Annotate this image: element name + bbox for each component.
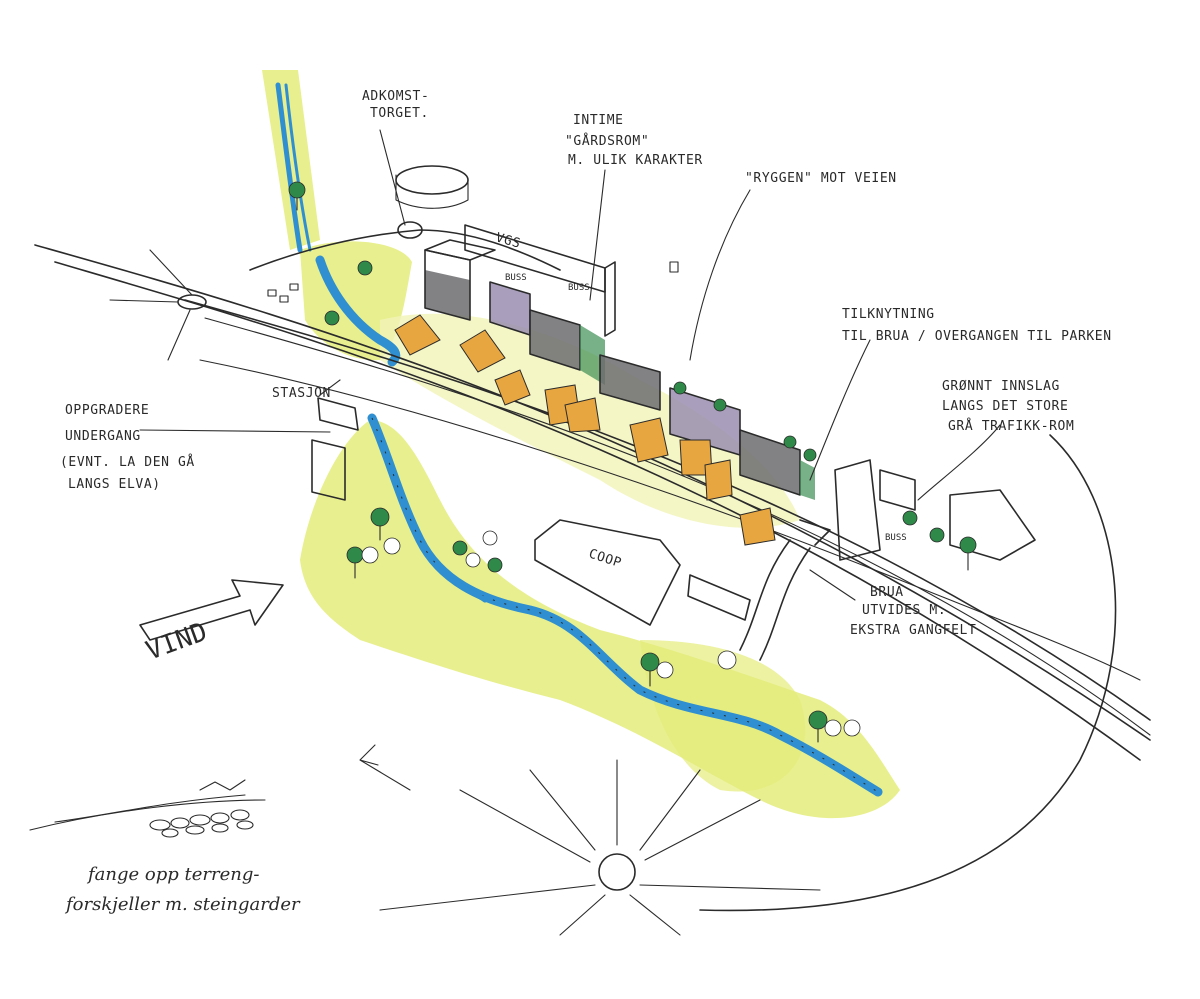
- adkomst-roundabout: [380, 130, 468, 238]
- north-canal-green: [262, 70, 320, 250]
- label-brua-2: UTVIDES M.: [862, 603, 946, 618]
- stone-wall-icon: [30, 780, 265, 837]
- label-vgs: VGS: [494, 230, 522, 251]
- labels: ADKOMST- TORGET. INTIME "GÅRDSROM" M. UL…: [60, 89, 1112, 915]
- label-oppgradere-4: LANGS ELVA): [68, 477, 161, 492]
- label-brua-1: BRUA: [870, 585, 904, 600]
- label-tilknytning-1: TILKNYTNING: [842, 307, 935, 322]
- coop-building: [535, 520, 750, 625]
- label-fange-1: fange opp terreng-: [86, 864, 259, 885]
- label-intime-2: "GÅRDSROM": [565, 133, 649, 149]
- label-buss-3: BUSS: [885, 533, 907, 543]
- label-brua-3: EKSTRA GANGFELT: [850, 623, 976, 638]
- label-stasjon: STASJON: [272, 386, 331, 401]
- label-buss-2: BUSS: [568, 283, 590, 293]
- label-ryggen: "RYGGEN" MOT VEIEN: [745, 171, 897, 186]
- east-buildings: [835, 460, 1035, 560]
- label-oppgradere-1: OPPGRADERE: [65, 403, 149, 418]
- label-buss-1: BUSS: [505, 273, 527, 283]
- label-gront-2: LANGS DET STORE: [942, 399, 1068, 414]
- label-intime-3: M. ULIK KARAKTER: [568, 153, 703, 168]
- label-gront-1: GRØNNT INNSLAG: [942, 379, 1060, 394]
- label-adkomst-1: ADKOMST-: [362, 89, 429, 104]
- label-tilknytning-2: TIL BRUA / OVERGANGEN TIL PARKEN: [842, 329, 1112, 344]
- label-intime-1: INTIME: [573, 113, 624, 128]
- label-vind: VIND: [142, 617, 211, 667]
- label-oppgradere-2: UNDERGANG: [65, 429, 141, 444]
- label-adkomst-2: TORGET.: [370, 106, 429, 121]
- roundabout-west: [110, 250, 206, 360]
- label-fange-2: forskjeller m. steingarder: [64, 894, 301, 915]
- label-coop: COOP: [587, 547, 624, 572]
- label-oppgradere-3: (EVNT. LA DEN GÅ: [60, 454, 195, 470]
- label-gront-3: GRÅ TRAFIKK-ROM: [948, 418, 1074, 434]
- sun-path-arrow: [360, 745, 410, 790]
